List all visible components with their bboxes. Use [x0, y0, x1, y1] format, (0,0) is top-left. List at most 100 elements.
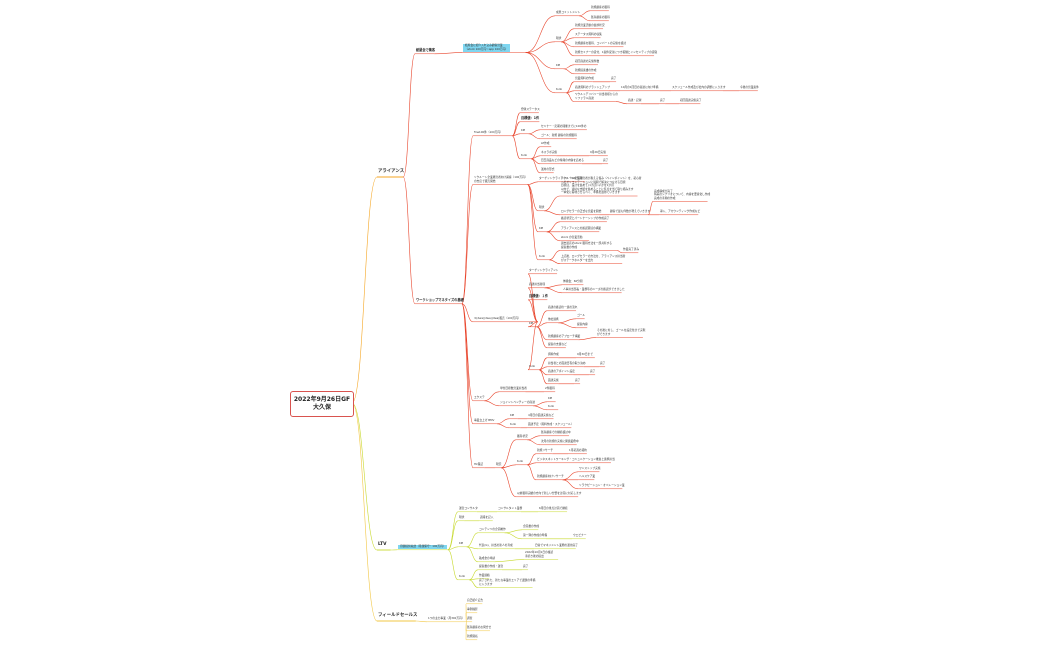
- node-k_t2b[interactable]: スケジュール作成及び社内の調整に入ります: [672, 86, 726, 90]
- node-l_t1[interactable]: 提案書の作成・運営: [479, 565, 503, 569]
- node-l_t2[interactable]: 作業連絡: [479, 574, 490, 578]
- node-d_t4[interactable]: 面談実施: [548, 379, 559, 383]
- node-f_hl[interactable]: 1つの主力事業（月300万円）: [428, 617, 464, 621]
- node-wkshop[interactable]: ワークショップマネタイズの基礎: [416, 299, 464, 303]
- node-h_t1a[interactable]: 1月初週の契約: [569, 449, 587, 453]
- node-h_1[interactable]: 獲得状況: [517, 435, 528, 439]
- node-fs_4[interactable]: 既存顧客のお問合せ: [467, 626, 491, 630]
- node-field[interactable]: フィールドセールス: [378, 614, 417, 618]
- node-l_kpi[interactable]: KPI: [459, 542, 463, 546]
- node-lp_k2[interactable]: アライアンスとの確認環境の構築: [561, 227, 601, 231]
- node-l_k1c[interactable]: ウエビナー: [573, 534, 586, 538]
- node-fs_5[interactable]: 新規開拓: [467, 635, 478, 639]
- node-d_t4a[interactable]: 完了: [575, 379, 580, 383]
- node-f_k2[interactable]: ゴール：新規 顧客の新規獲得: [541, 134, 577, 138]
- node-f_k1[interactable]: セミナー・定期の開催までに100件の: [541, 125, 586, 129]
- node-f_t3[interactable]: 目玉商品などの特典の内容を詰める: [541, 159, 584, 163]
- node-f_kpi[interactable]: KPI: [521, 129, 525, 133]
- node-k_kpi[interactable]: KPI: [556, 64, 560, 68]
- node-e_2b[interactable]: todo: [548, 405, 554, 409]
- node-l_1a[interactable]: コンサルタント業務: [498, 507, 522, 511]
- node-kamiya[interactable]: 紙屋会で集客: [416, 49, 435, 53]
- node-k_t2c[interactable]: 今後の営業案件: [740, 86, 759, 90]
- node-k_g2[interactable]: 既存顧客の獲得: [591, 16, 610, 20]
- node-d_k3[interactable]: 新規顧客のアプローチ構築: [548, 335, 580, 339]
- node-h_t2[interactable]: ビジネスネットワーキング・コミュニケーション推進と連携担当: [537, 458, 615, 462]
- node-l_k3a[interactable]: 2022年10月1日の確認 手続き後の提出: [525, 551, 553, 558]
- node-h_t1[interactable]: 新規リサーチ: [537, 449, 553, 453]
- node-d_t2[interactable]: 担当者との面談日程の取り決め: [548, 362, 586, 366]
- node-l_k1[interactable]: コンテンツの企画制作: [479, 528, 506, 532]
- node-lp_k3[interactable]: stock の営業活動: [561, 236, 582, 240]
- node-lp_t1a[interactable]: 作業完了済み: [623, 248, 639, 252]
- node-fs_1[interactable]: 自己紹介広告: [467, 599, 483, 603]
- node-l_2[interactable]: 現状: [459, 516, 464, 520]
- node-e_2[interactable]: ジョイントベンチャーの商談: [500, 401, 535, 405]
- node-l_k2[interactable]: 代表(G)、担当の新人の育成: [479, 544, 513, 548]
- node-l_todo[interactable]: todo: [459, 575, 465, 579]
- node-f_todo[interactable]: todo: [521, 154, 527, 158]
- node-k_t2a[interactable]: 10月の1回目の商談に向け準備: [621, 86, 658, 90]
- node-d_k3a[interactable]: その後に対し、ゴールを設定化まで実現 ができます: [597, 329, 645, 336]
- node-d_k2b[interactable]: 提案内容: [577, 323, 588, 327]
- node-h_t4[interactable]: 以前獲得実績の方向で新しい分野を計画に対応します: [517, 492, 582, 496]
- node-l_t3[interactable]: 完了された、新たな事業のエリアで課題の準備 に入ります: [479, 579, 535, 586]
- node-d_kpi[interactable]: KPI: [529, 322, 533, 326]
- node-lp_kpi[interactable]: KPI: [539, 227, 543, 231]
- node-ltv_hl[interactable]: 月額提供収益（月額保守・100万円）: [398, 545, 448, 549]
- node-k_t3[interactable]: ヤクルトデリバリー担当者様からの リファラル商談: [575, 93, 618, 100]
- node-ext[interactable]: エクステ: [474, 396, 485, 400]
- node-l_1b[interactable]: 6月目の重点計画で継続: [539, 507, 568, 511]
- node-l_k1b[interactable]: 第一弾の作成の準備: [523, 534, 547, 538]
- node-f_t4[interactable]: 運用の形式: [541, 168, 554, 172]
- node-lp_now[interactable]: 現状: [539, 206, 544, 210]
- node-h_t3c[interactable]: リラクゼーション・オペレーション業: [579, 484, 625, 488]
- node-f_t2[interactable]: ネスラボ実施: [541, 151, 557, 155]
- node-alliance[interactable]: アライアンス: [378, 170, 404, 174]
- root-node[interactable]: 2022年9月26日GF 大久保: [290, 391, 354, 417]
- node-d_1[interactable]: ターゲットクライアント: [529, 269, 558, 273]
- node-l_k1a[interactable]: 企画書の作成: [523, 525, 539, 529]
- node-k_n1[interactable]: 新規営業活動の進捗状況: [575, 24, 605, 28]
- node-h_t3b[interactable]: ヘルスケア業: [579, 475, 595, 479]
- node-f_t1[interactable]: LP作成: [541, 142, 550, 146]
- node-k_k1[interactable]: 初回商談の実施件数: [575, 60, 599, 64]
- node-f_1[interactable]: 登録ステータス: [521, 108, 540, 112]
- node-k_now[interactable]: 現状: [556, 37, 561, 41]
- node-lp_t2[interactable]: 上記後、ロングセラーの方法を、アライアンス担当者 がステークホルダーを出力: [561, 255, 625, 262]
- node-lp_t1[interactable]: 過去最高のstock 獲得方法を一部共有する 提案書の作成: [561, 242, 612, 249]
- node-k_n3[interactable]: 新規顧客を獲得、コンバートの実施を検討: [575, 42, 626, 46]
- node-d_t3a[interactable]: 完了: [590, 370, 595, 374]
- node-d_t2a[interactable]: 完了: [600, 362, 605, 366]
- node-h_1a[interactable]: 既存顧客での継続検討中: [541, 431, 571, 435]
- node-k_t2[interactable]: 商談資料のブラッシュアップ: [575, 86, 610, 90]
- node-lp_todo[interactable]: todo: [539, 255, 545, 259]
- node-k_t1a[interactable]: 完了: [611, 77, 616, 81]
- node-fs_2[interactable]: 事例撮影: [467, 608, 478, 612]
- node-k_n4[interactable]: 新規セミナーの受付、1案件受注につき報酬とインセンティブの受取: [575, 51, 657, 55]
- node-ltv[interactable]: LTV: [378, 543, 386, 547]
- node-lp_n2b[interactable]: 導入、アカウンティング作成など: [660, 210, 700, 214]
- node-d_2[interactable]: 商談担当者様: [529, 283, 545, 287]
- node-l_k2a[interactable]: 日常でマネジメント業務の運用完了: [535, 544, 578, 548]
- node-e_2a[interactable]: KPI: [548, 397, 552, 401]
- node-h_todo[interactable]: todo: [517, 460, 523, 464]
- node-b_1a[interactable]: 4月目の面談実施など: [528, 414, 554, 418]
- node-k_k2[interactable]: 新規提案書の作成: [575, 69, 597, 73]
- node-h_now[interactable]: 現況: [496, 463, 501, 467]
- node-k_t3a[interactable]: 商談・記録: [628, 99, 641, 103]
- node-h_t3[interactable]: 新規顧客向けリサーチ: [537, 475, 564, 479]
- node-d_t3[interactable]: 商談のアポイント設定: [548, 370, 575, 374]
- node-k_t3b[interactable]: 完了: [660, 99, 665, 103]
- node-fs_3[interactable]: 調査: [467, 617, 472, 621]
- node-h_t3a[interactable]: ワンストップ実施: [579, 467, 600, 471]
- node-b_2[interactable]: todo: [510, 423, 516, 427]
- node-e_1[interactable]: 単位目標数営業担当者: [500, 387, 527, 391]
- node-d_k4[interactable]: 提案の支援など: [548, 343, 567, 347]
- node-h_1b[interactable]: 次月の新規の実施に関連業務中: [541, 440, 579, 444]
- node-f_2[interactable]: 目標値：1件: [521, 117, 539, 121]
- node-d_k2a[interactable]: ゴール: [577, 314, 585, 318]
- node-hl[interactable]: HL保証: [474, 463, 483, 467]
- node-lp_n2a[interactable]: 顧客で最も件数が増えていきます: [610, 210, 650, 214]
- node-d_todo[interactable]: todo: [529, 365, 535, 369]
